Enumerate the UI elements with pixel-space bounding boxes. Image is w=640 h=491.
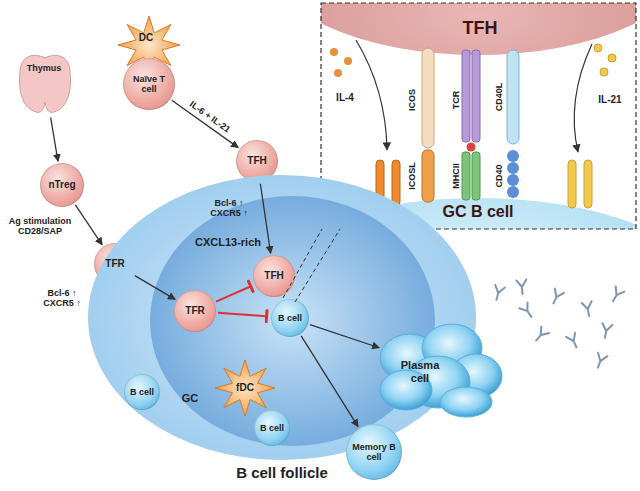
node-text: GC B cell [442, 203, 513, 221]
tfh-cell: TFH [253, 255, 295, 297]
b-cell: B cell [271, 299, 309, 337]
follicular-dendritic-cell: fDC [215, 360, 275, 416]
node-text: TFR [105, 258, 124, 270]
node-text: TFH [463, 18, 498, 39]
annotation-label: IL-4 [336, 92, 354, 104]
node-text: CXCL13-rich [195, 236, 261, 249]
germinal-center: GC CXCL13-richTFH TFR B cell fDC B cell [150, 196, 435, 446]
antibody [600, 323, 612, 339]
node-text: GC [182, 392, 199, 405]
node-text: TFR [185, 305, 204, 317]
antibody [582, 301, 594, 317]
thymus-organ: Thymus [14, 52, 76, 116]
molecule-label: CD40 [494, 164, 504, 187]
node-text: B cell [278, 313, 302, 323]
node-text: Naïve T cell [129, 74, 169, 95]
annotation-label: Ag stimulation CD28/SAP [6, 216, 74, 237]
node-text: fDC [236, 382, 254, 394]
node-text: B cell follicle [236, 464, 328, 481]
node-text: nTreg [48, 179, 75, 191]
b-cell: B cell [124, 374, 160, 410]
arrow-line [135, 276, 175, 300]
zoom-line [283, 229, 322, 298]
icos-pair [422, 48, 434, 202]
node-text: TFH [247, 155, 266, 167]
antibody [593, 353, 607, 370]
antibody [516, 280, 527, 295]
node-text: DC [139, 32, 153, 44]
tfh-cell-inset: TFH [400, 8, 560, 48]
antibody [566, 333, 581, 350]
arrow-line [75, 205, 102, 245]
molecule-label: ICOSL [407, 162, 417, 190]
tfh-membrane [321, 3, 636, 55]
b-cell-follicle: B cell follicle GC CXCL13-richTFH TFR B cell… [88, 175, 476, 483]
node-text: TFH [264, 270, 283, 282]
treg-cell: nTreg [40, 163, 84, 207]
node-text: Plasma cell [398, 359, 442, 384]
antibody [609, 287, 625, 304]
molecule-label: ICOS [407, 89, 417, 111]
tfr-cell: TFR [174, 290, 216, 332]
node-text: Memory B cell [352, 442, 396, 463]
node-text: Thymus [27, 63, 62, 73]
node-text: B cell [130, 387, 154, 397]
molecule-label: CD40L [494, 83, 504, 112]
il4-signal [330, 40, 400, 206]
antibody [492, 285, 505, 301]
thymus-organ-shape [14, 52, 76, 116]
zoom-line [295, 229, 340, 302]
inhibition-line [216, 286, 252, 302]
gc-b-cell-inset: GC B cell [398, 198, 558, 226]
arrow-line [310, 325, 379, 348]
inhibition-line [218, 313, 268, 317]
plasma-cell-shape [376, 318, 504, 418]
node-text: B cell [260, 423, 284, 433]
arrow-line [260, 184, 270, 253]
plasma-cell: Plasma cell [376, 318, 504, 418]
annotation-label: Bcl-6 ↑ CXCR5 ↑ [204, 198, 254, 219]
annotation-label: Bcl-6 ↑ CXCR5 ↑ [37, 288, 87, 309]
b-cell: B cell [254, 410, 290, 446]
antibody [549, 289, 564, 306]
cd40-pair [507, 50, 519, 198]
molecule-label: MHCII [451, 163, 461, 189]
memory-b-cell: Memory B cell [346, 424, 402, 480]
tcr-mhc-pair [462, 50, 480, 200]
edge-label: IL-6 + IL-21 [188, 99, 232, 135]
il21-signal [568, 44, 616, 208]
arrow-line [301, 336, 358, 427]
annotation-label: IL-21 [598, 94, 621, 106]
antibody [519, 303, 535, 320]
arrow-line [51, 118, 58, 162]
antibody [532, 327, 549, 344]
t-cell: Naïve T cell [123, 58, 175, 110]
molecule-label: TCR [451, 91, 461, 110]
